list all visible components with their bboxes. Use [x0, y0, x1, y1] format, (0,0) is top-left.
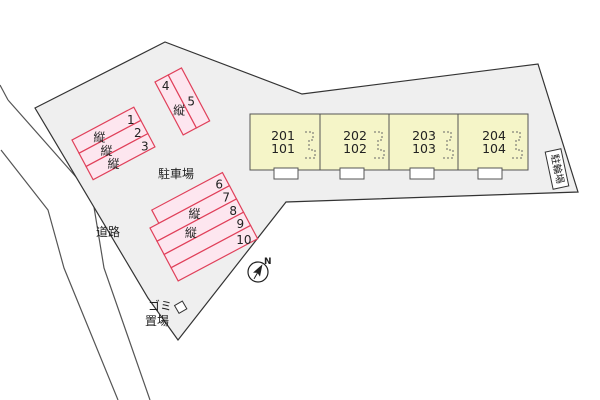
garbage-area: ゴミ 置場 — [145, 298, 188, 328]
garbage-label-line1: ゴミ — [148, 298, 172, 313]
road-label: 道路 — [96, 224, 120, 239]
space-number-1: 1 — [127, 113, 135, 127]
bicycle-parking: 駐輪場 — [544, 148, 570, 190]
parking-space-5 — [167, 67, 211, 129]
tate-label-6: 縦 — [185, 226, 197, 240]
space-number-2: 2 — [134, 126, 142, 140]
space-number-5: 5 — [187, 95, 195, 109]
north-label: N — [264, 257, 272, 267]
space-number-8: 8 — [229, 204, 237, 218]
road — [0, 84, 151, 400]
parking-group-a: 縦 縦 縦 1 2 3 — [71, 106, 156, 181]
unit-4-lower: 104 — [482, 141, 506, 156]
parking-lot-label: 駐車場 — [158, 166, 194, 181]
space-number-9: 9 — [236, 217, 244, 231]
parking-space-3 — [85, 132, 156, 181]
apartment-building: 201 101 202 102 203 103 204 104 — [249, 113, 529, 180]
parking-space-10 — [170, 224, 259, 282]
tate-label-2: 縦 — [100, 144, 112, 158]
tate-label-4: 縦 — [173, 103, 185, 117]
space-number-10: 10 — [236, 233, 251, 247]
unit-3-upper: 203 — [412, 128, 436, 143]
space-number-4: 4 — [162, 79, 170, 93]
unit-3-lower: 103 — [412, 141, 436, 156]
tate-label-3: 縦 — [107, 157, 119, 171]
site-lot — [34, 41, 579, 342]
north-arrow-icon: N — [247, 257, 272, 283]
unit-1-upper: 201 — [271, 128, 295, 143]
garbage-label-line2: 置場 — [145, 314, 169, 328]
unit-2-lower: 102 — [343, 141, 367, 156]
space-number-3: 3 — [141, 139, 149, 153]
parking-group-c: 6 7 8 9 10 縦 縦 — [149, 171, 259, 282]
unit-4-upper: 204 — [482, 128, 506, 143]
parking-group-b: 4 5 縦 — [154, 67, 211, 136]
unit-1-lower: 101 — [271, 141, 295, 156]
space-number-6: 6 — [215, 177, 223, 191]
unit-2-upper: 202 — [343, 128, 367, 143]
space-number-7: 7 — [222, 191, 230, 205]
tate-label-1: 縦 — [93, 131, 105, 145]
tate-label-5: 縦 — [188, 207, 200, 221]
